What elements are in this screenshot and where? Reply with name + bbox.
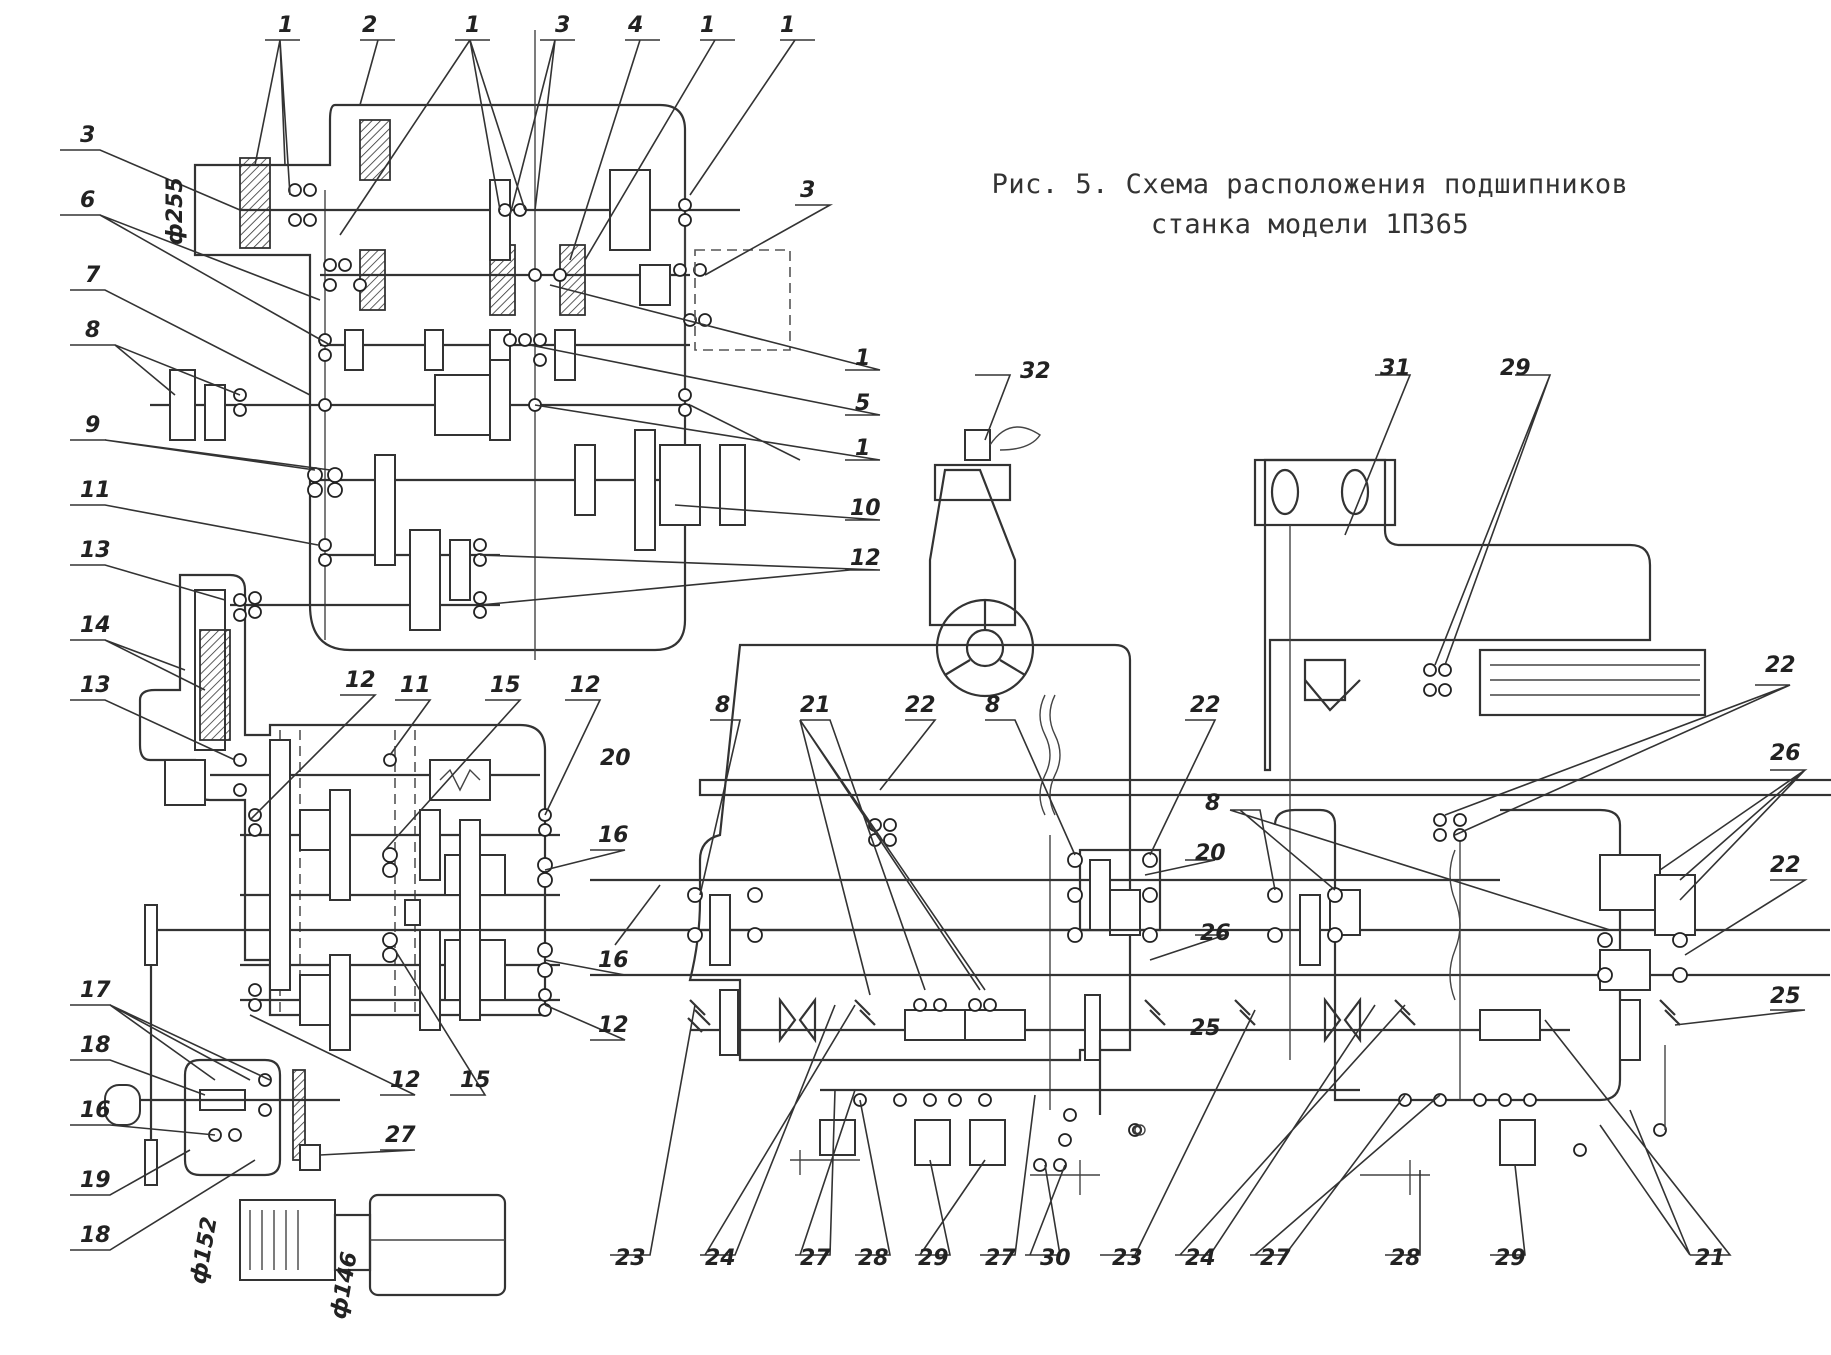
label-14: 14: [80, 613, 111, 638]
motor-group: [104, 1058, 507, 1297]
label-25b: 25: [1770, 984, 1801, 1009]
label-15b: 15: [460, 1068, 491, 1093]
label-10: 10: [850, 496, 881, 521]
label-16c: 16: [80, 1098, 111, 1123]
label-16a: 16: [598, 823, 629, 848]
label-29a: 29: [1500, 356, 1531, 381]
label-8d: 8: [1205, 791, 1220, 816]
label-1b: 1: [465, 13, 480, 38]
label-22b: 22: [1190, 693, 1221, 718]
label-12c: 12: [570, 673, 601, 698]
label-27b: 27: [800, 1246, 831, 1271]
label-3a: 3: [555, 13, 570, 38]
label-12d: 12: [598, 1013, 629, 1038]
label-23b: 23: [1112, 1246, 1143, 1271]
label-21a: 21: [800, 693, 831, 718]
label-4: 4: [627, 13, 643, 38]
label-18a: 18: [80, 1033, 111, 1058]
caption-line-1: Рис. 5. Схема расположения подшипников: [991, 169, 1629, 200]
label-9: 9: [85, 413, 100, 438]
label-12a: 12: [850, 546, 881, 571]
label-25a: 25: [1190, 1016, 1221, 1041]
caption-line-2: станка модели 1П365: [1150, 209, 1470, 240]
label-23a: 23: [615, 1246, 646, 1271]
label-29c: 29: [1495, 1246, 1526, 1271]
label-13a: 13: [80, 538, 111, 563]
label-16b: 16: [598, 948, 629, 973]
label-8b: 8: [715, 693, 730, 718]
label-19: 19: [80, 1168, 111, 1193]
label-12e: 12: [390, 1068, 421, 1093]
label-30: 30: [1040, 1246, 1071, 1271]
label-22a: 22: [905, 693, 936, 718]
feedbox-group: [138, 573, 1110, 1186]
label-27d: 27: [1260, 1246, 1291, 1271]
label-2: 2: [362, 13, 377, 38]
label-11b: 11: [400, 673, 431, 698]
leader-lines: [60, 39, 1808, 1256]
label-13b: 13: [80, 673, 111, 698]
label-1c: 1: [700, 13, 715, 38]
label-20a: 20: [600, 746, 631, 771]
label-6: 6: [80, 188, 95, 213]
label-1f: 1: [855, 436, 870, 461]
figure-caption: Рис. 5. Схема расположения подшипников с…: [990, 165, 1630, 245]
label-1d: 1: [780, 13, 795, 38]
label-12b: 12: [345, 668, 376, 693]
apron-group: [590, 426, 1831, 1195]
label-7: 7: [85, 263, 101, 288]
label-1a: 1: [278, 13, 293, 38]
label-32: 32: [1020, 359, 1051, 384]
label-3c: 3: [800, 178, 815, 203]
label-24a: 24: [705, 1246, 736, 1271]
label-29b: 29: [918, 1246, 949, 1271]
label-27c: 27: [985, 1246, 1016, 1271]
dim-152: ф152: [186, 1215, 222, 1286]
label-26a: 26: [1200, 921, 1231, 946]
label-24b: 24: [1185, 1246, 1216, 1271]
label-31: 31: [1380, 356, 1411, 381]
label-1e: 1: [855, 346, 870, 371]
label-20b: 20: [1195, 841, 1226, 866]
headstock-group: [150, 30, 791, 660]
dim-255: ф255: [163, 177, 188, 245]
label-26b: 26: [1770, 741, 1801, 766]
label-17: 17: [80, 978, 111, 1003]
label-8a: 8: [85, 318, 100, 343]
label-3b: 3: [80, 123, 95, 148]
label-27a: 27: [385, 1123, 416, 1148]
right-carriage-group: [1234, 458, 1707, 1195]
part-number-labels: 1 2 1 3 4 1 1 3 6 7 8 9 11 13 14 13 1 5 …: [80, 13, 1801, 1321]
label-21b: 21: [1695, 1246, 1726, 1271]
label-22d: 22: [1770, 853, 1801, 878]
label-5: 5: [855, 391, 870, 416]
label-28a: 28: [858, 1246, 889, 1271]
label-8c: 8: [985, 693, 1000, 718]
label-28b: 28: [1390, 1246, 1421, 1271]
label-11a: 11: [80, 478, 111, 503]
label-15a: 15: [490, 673, 521, 698]
label-18b: 18: [80, 1223, 111, 1248]
label-22c: 22: [1765, 653, 1796, 678]
